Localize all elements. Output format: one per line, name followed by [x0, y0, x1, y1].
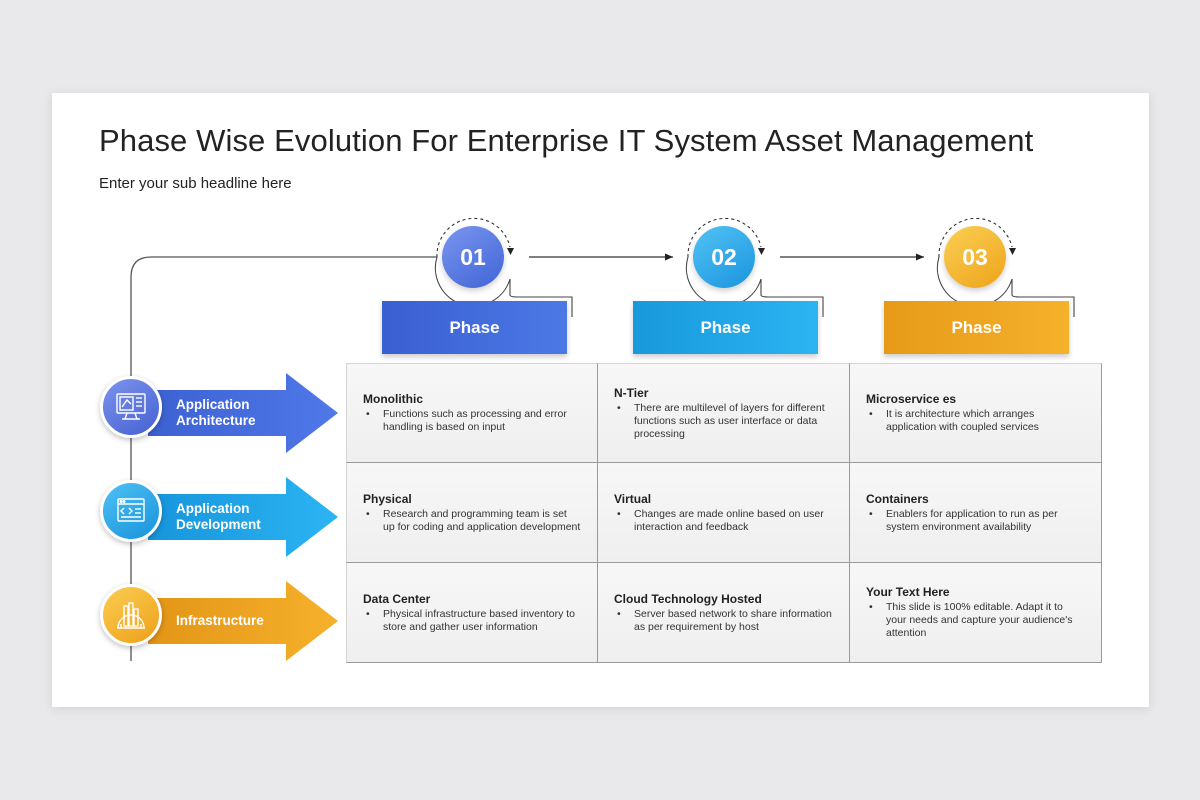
cell-title: Microservice es: [866, 392, 957, 406]
cell-title: Physical: [363, 491, 412, 506]
phase-1-header: Phase: [382, 301, 567, 354]
phase-2-header: Phase: [633, 301, 818, 354]
phase-3-header: Phase: [884, 301, 1069, 354]
row-label-development: Application Development: [176, 501, 261, 532]
cell-architecture-phase-3: Microservice es It is architecture which…: [850, 363, 1102, 463]
cell-infrastructure-phase-3: Your Text Here This slide is 100% editab…: [850, 563, 1102, 663]
cell-architecture-phase-1: Monolithic Functions such as processing …: [346, 363, 598, 463]
development-browser-icon: [100, 480, 162, 542]
cell-description: It is architecture which arranges applic…: [866, 408, 1085, 434]
cell-title: Virtual: [614, 491, 652, 506]
cell-title: Cloud Technology Hosted: [614, 591, 762, 606]
row-label-infrastructure: Infrastructure: [176, 613, 264, 628]
phase-2-number: 02: [693, 226, 755, 288]
cell-title: Data Center: [363, 591, 431, 606]
cell-description: Functions such as processing and error h…: [363, 408, 581, 434]
content-grid: Monolithic Functions such as processing …: [346, 363, 1102, 663]
cell-infrastructure-phase-1: Data Center Physical infrastructure base…: [346, 563, 598, 663]
row-arrow-infrastructure: Infrastructure: [148, 581, 338, 661]
cell-description: Server based network to share informatio…: [614, 608, 833, 634]
slide: Phase Wise Evolution For Enterprise IT S…: [52, 93, 1149, 707]
connector-lines: [130, 217, 1075, 661]
cell-title: Monolithic: [363, 392, 423, 406]
phase-1-number: 01: [442, 226, 504, 288]
row-label-architecture: Application Architecture: [176, 397, 256, 428]
cell-description: Changes are made online based on user in…: [614, 508, 833, 534]
cell-description: This slide is 100% editable. Adapt it to…: [866, 601, 1085, 640]
phase-3-number: 03: [944, 226, 1006, 288]
row-arrow-architecture: Application Architecture: [148, 373, 338, 453]
cell-development-phase-1: Physical Research and programming team i…: [346, 463, 598, 563]
cell-development-phase-2: Virtual Changes are made online based on…: [598, 463, 850, 563]
cell-title: Containers: [866, 491, 929, 506]
page-subtitle: Enter your sub headline here: [99, 175, 292, 192]
page-title: Phase Wise Evolution For Enterprise IT S…: [99, 123, 1034, 158]
cell-infrastructure-phase-2: Cloud Technology Hosted Server based net…: [598, 563, 850, 663]
cell-description: Physical infrastructure based inventory …: [363, 608, 581, 634]
architecture-monitor-icon: [100, 376, 162, 438]
infrastructure-gear-icon: [100, 584, 162, 646]
cell-development-phase-3: Containers Enablers for application to r…: [850, 463, 1102, 563]
cell-title: Your Text Here: [866, 585, 950, 599]
row-arrow-development: Application Development: [148, 477, 338, 557]
cell-architecture-phase-2: N-Tier There are multilevel of layers fo…: [598, 363, 850, 463]
cell-title: N-Tier: [614, 385, 649, 400]
cell-description: Enablers for application to run as per s…: [866, 508, 1085, 534]
cell-description: Research and programming team is set up …: [363, 508, 581, 534]
cell-description: There are multilevel of layers for diffe…: [614, 402, 833, 441]
